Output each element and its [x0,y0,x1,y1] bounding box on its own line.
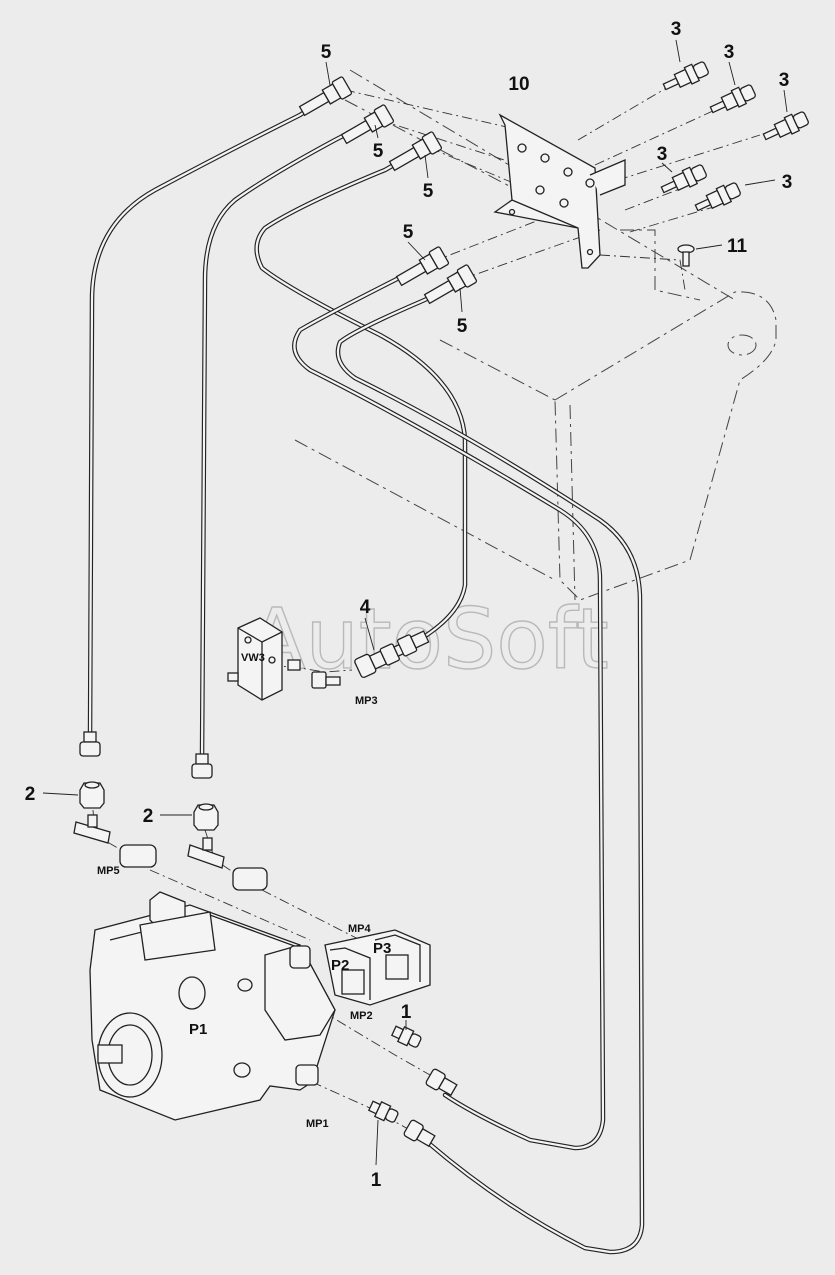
pump-label-p2: P2 [331,957,349,974]
callout-1: 1 [401,1002,412,1023]
lower-fittings [73,731,268,891]
callout-11: 11 [727,236,748,257]
tee-fitting-mp5 [73,814,157,868]
port-label-mp2: MP2 [350,1010,373,1022]
test-coupling-mp1 [367,1100,399,1123]
hydraulic-lines [87,92,645,1255]
hose-fitting [423,264,478,305]
mounting-bracket [493,113,626,269]
hose-end-left [79,731,101,757]
callout-leaders [42,39,788,1166]
callout-2: 2 [25,784,36,805]
port-label-mp4: MP4 [348,923,372,935]
pump-label-p3: P3 [373,940,391,957]
port-label-mp1: MP1 [306,1118,329,1130]
hose-fitting [340,104,395,145]
hose-end-right [191,753,213,779]
pipe-to-mp1 [335,282,645,1255]
callout-3: 3 [782,172,793,193]
callout-5: 5 [373,141,384,162]
assembly-lines [92,79,761,1131]
valve-block-vw3 [227,617,341,701]
pipe-left-inner [199,119,373,763]
nut-right [193,803,219,831]
pipe-to-mp2 [292,259,606,1151]
callout-3: 3 [671,19,682,40]
callout-3: 3 [779,70,790,91]
callout-4: 4 [360,597,371,618]
callout-3: 3 [724,42,735,63]
port-label-mp3: MP3 [355,695,378,707]
callout-5: 5 [403,222,414,243]
callout-10: 10 [508,74,529,95]
callout-5: 5 [321,42,332,63]
pump-label-p1: P1 [189,1021,207,1038]
hose-fitting [395,246,450,287]
callout-numbers: 5 5 5 5 5 10 3 3 3 3 3 11 4 2 2 1 1 [25,19,793,1191]
nut-left [79,781,105,809]
bolt [677,244,695,267]
hose-fitting [396,630,430,657]
hose-fittings-top [298,76,478,305]
port-label-mp5: MP5 [97,865,120,877]
pipe-to-mp3 [254,147,468,648]
pump-assembly [89,891,431,1121]
hose-end-mp1 [403,1119,436,1148]
hose-fitting [388,131,443,172]
callout-5: 5 [457,316,468,337]
hose-fitting [298,76,353,117]
hose-end-mp2 [425,1068,458,1097]
port-label-vw3: VW3 [241,652,265,664]
callout-3: 3 [657,144,668,165]
pipe-left-outer [87,92,333,743]
tee-fitting-mp4 [187,837,268,891]
bulkhead-couplings [660,61,809,212]
callout-5: 5 [423,181,434,202]
port-labels: VW3 MP3 MP5 MP4 MP2 MP1 P1 P2 P3 [97,652,391,1130]
callout-2: 2 [143,806,154,827]
test-coupling-mp2 [390,1025,422,1048]
watermark: AutoSoft [248,590,609,688]
callout-1: 1 [371,1170,382,1191]
